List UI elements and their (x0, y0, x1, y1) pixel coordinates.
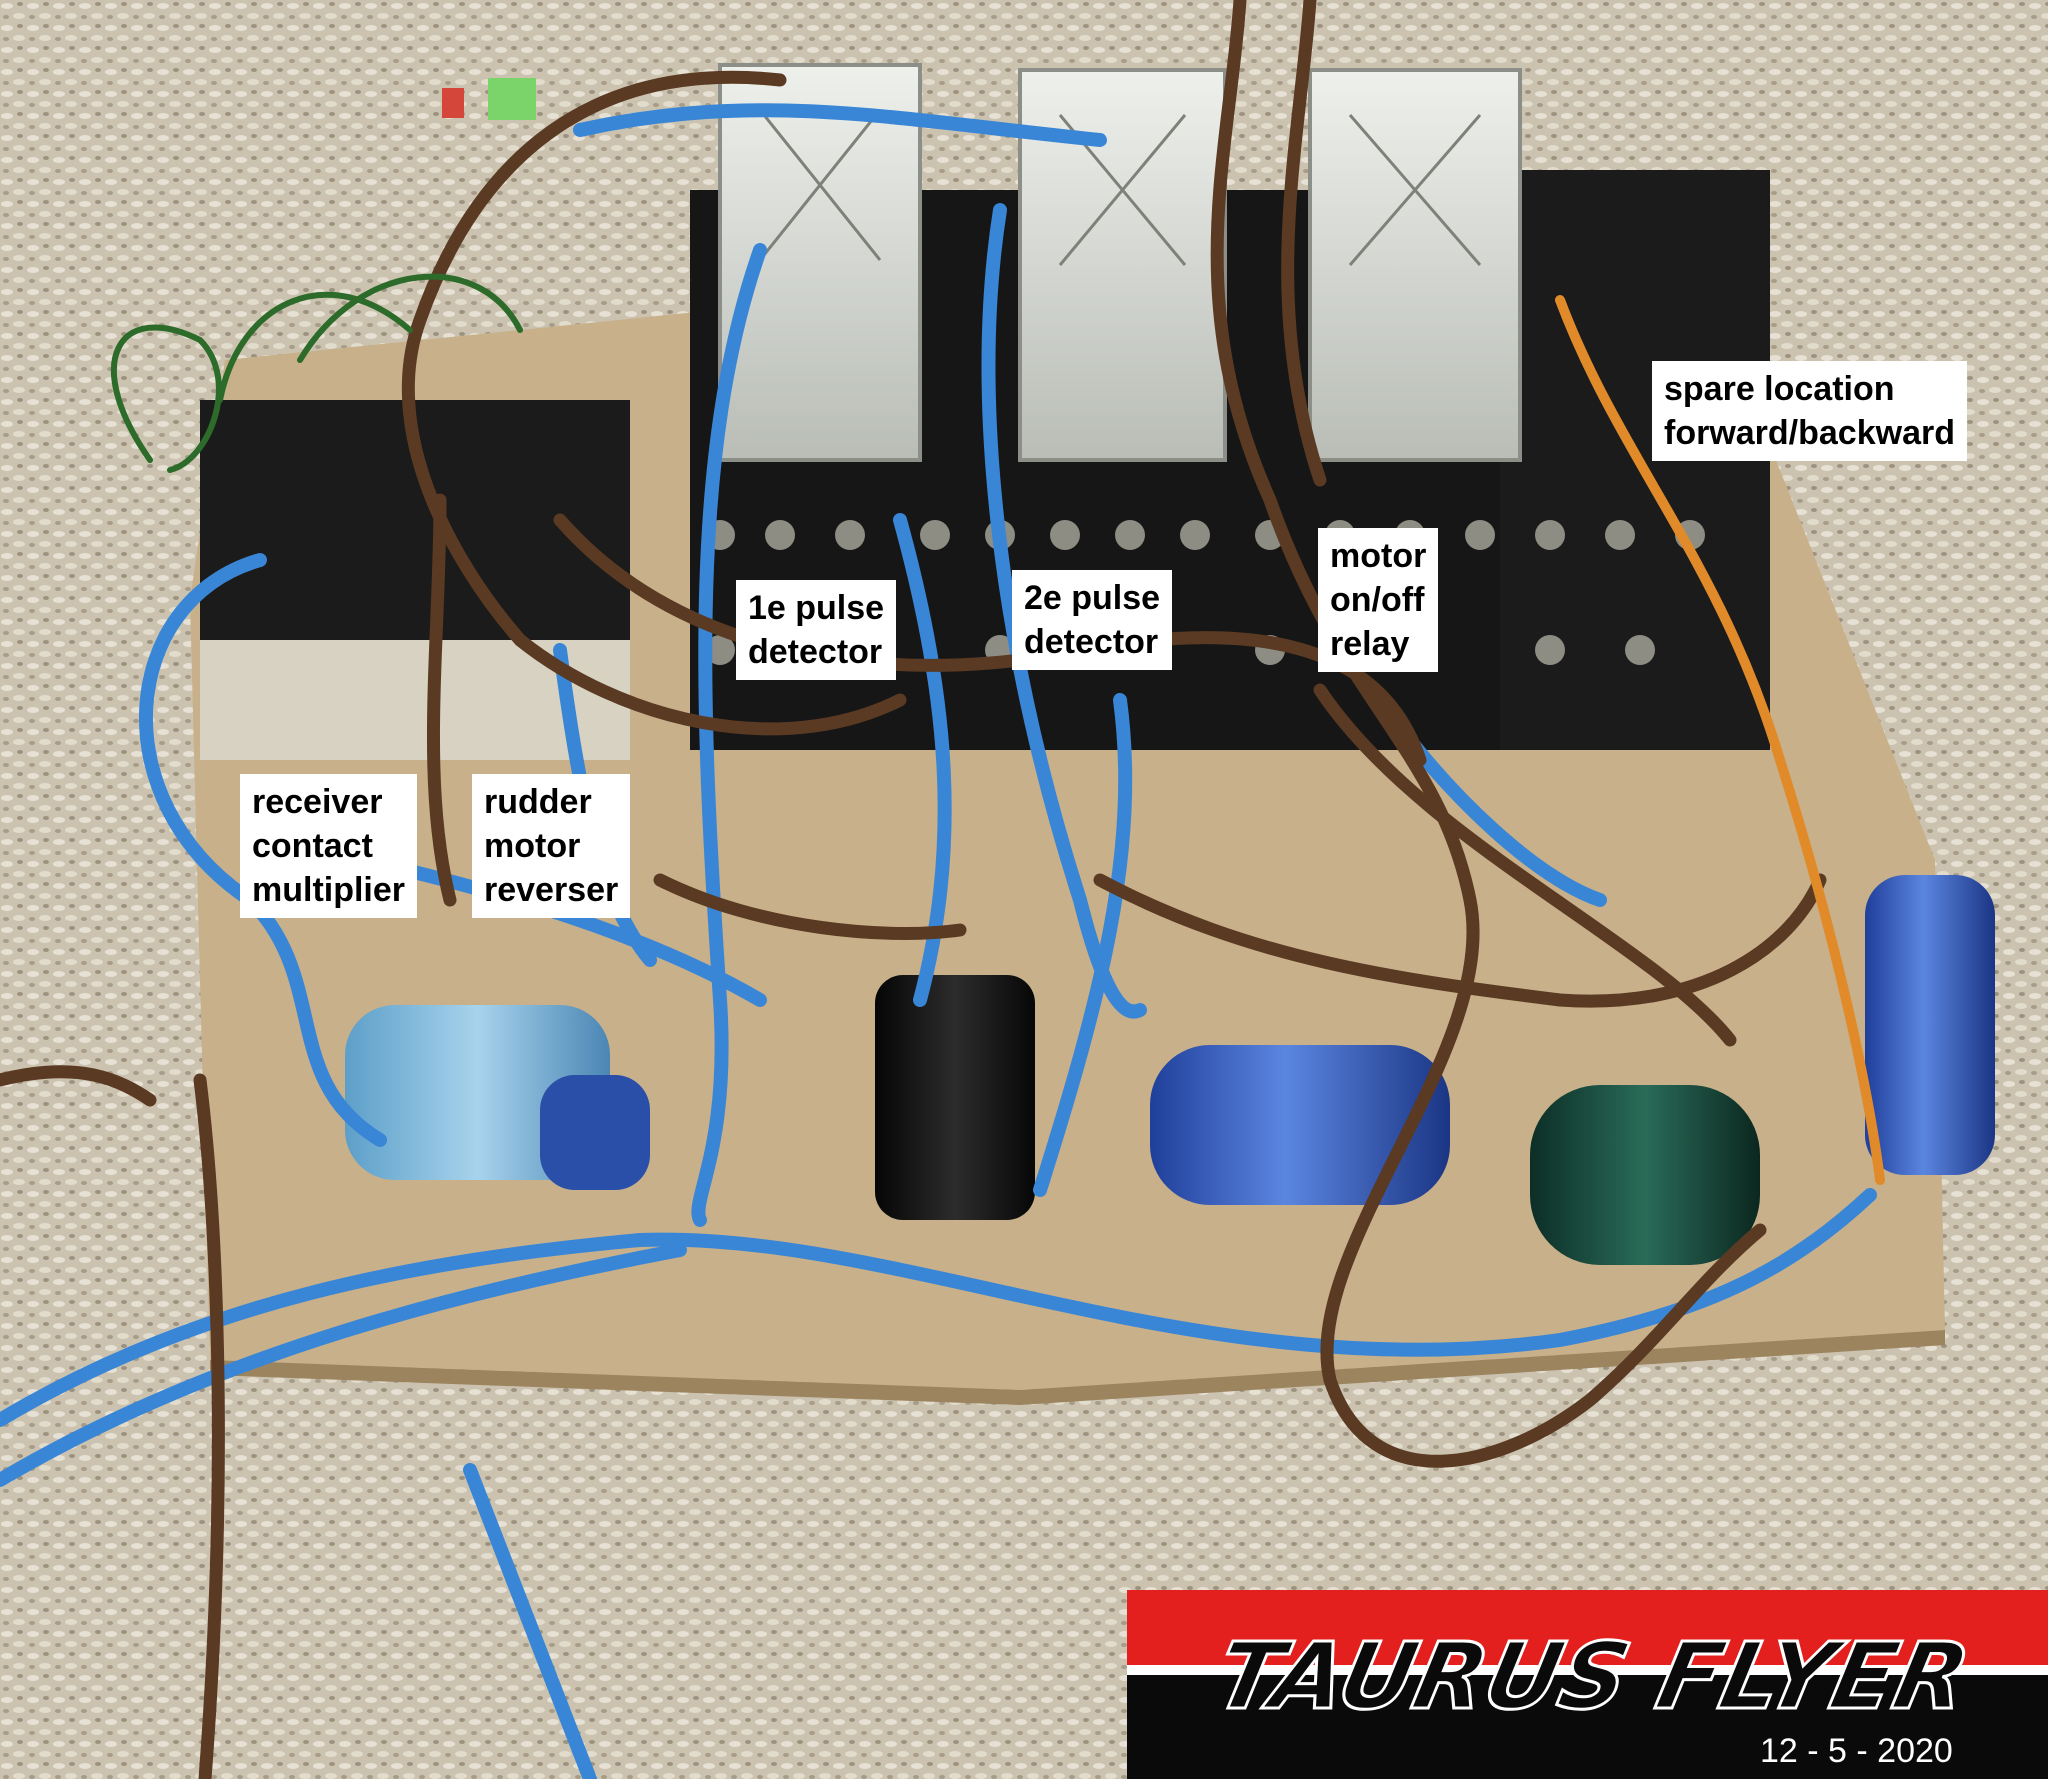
capacitor-dark-green (1530, 1085, 1760, 1265)
label-1e-pulse-detector: 1e pulse detector (736, 580, 897, 680)
label-rudder-motor-reverser: rudder motor reverser (472, 774, 631, 918)
label-motor-line-2: on/off (1330, 581, 1425, 619)
capacitor-black-3300uf (875, 975, 1035, 1220)
label-rudder-line-2: motor (484, 827, 581, 865)
logo-text: TAURUS FLYER (1207, 1623, 1978, 1730)
label-pulse1-line-1: 1e pulse (748, 589, 885, 627)
relay-1e-pulse-detector (718, 63, 922, 462)
label-pulse2-line-2: detector (1024, 623, 1159, 661)
logo-date: 12 - 5 - 2020 (1760, 1732, 1953, 1770)
label-receiver-line-1: receiver (252, 783, 383, 821)
label-motor-line-3: relay (1330, 625, 1410, 663)
label-spare-line-1: spare location (1664, 370, 1895, 408)
capacitor-light-blue (345, 1005, 650, 1190)
taurus-flyer-logo: TAURUS FLYER (1137, 1621, 2037, 1731)
capacitor-blue-center (1150, 1045, 1450, 1205)
capacitor-blue-upright (1865, 875, 1995, 1175)
label-rudder-line-1: rudder (484, 783, 592, 821)
label-motor-line-1: motor (1330, 537, 1427, 575)
relay-motor-on-off (1308, 68, 1522, 462)
label-rudder-line-3: reverser (484, 871, 619, 909)
label-pulse1-line-2: detector (748, 633, 883, 671)
led-indicators (442, 78, 536, 120)
label-2e-pulse-detector: 2e pulse detector (1012, 570, 1173, 670)
label-receiver-line-3: multiplier (252, 871, 406, 909)
label-receiver-contact-multiplier: receiver contact multiplier (240, 774, 418, 918)
wire-bundle (0, 0, 1885, 1779)
label-receiver-line-2: contact (252, 827, 373, 865)
logo-banner (1127, 1590, 2048, 1779)
label-pulse2-line-1: 2e pulse (1024, 579, 1161, 617)
label-motor-relay: motor on/off relay (1318, 528, 1439, 672)
label-spare-location: spare location forward/backward (1652, 361, 1967, 461)
label-spare-line-2: forward/backward (1664, 414, 1955, 452)
